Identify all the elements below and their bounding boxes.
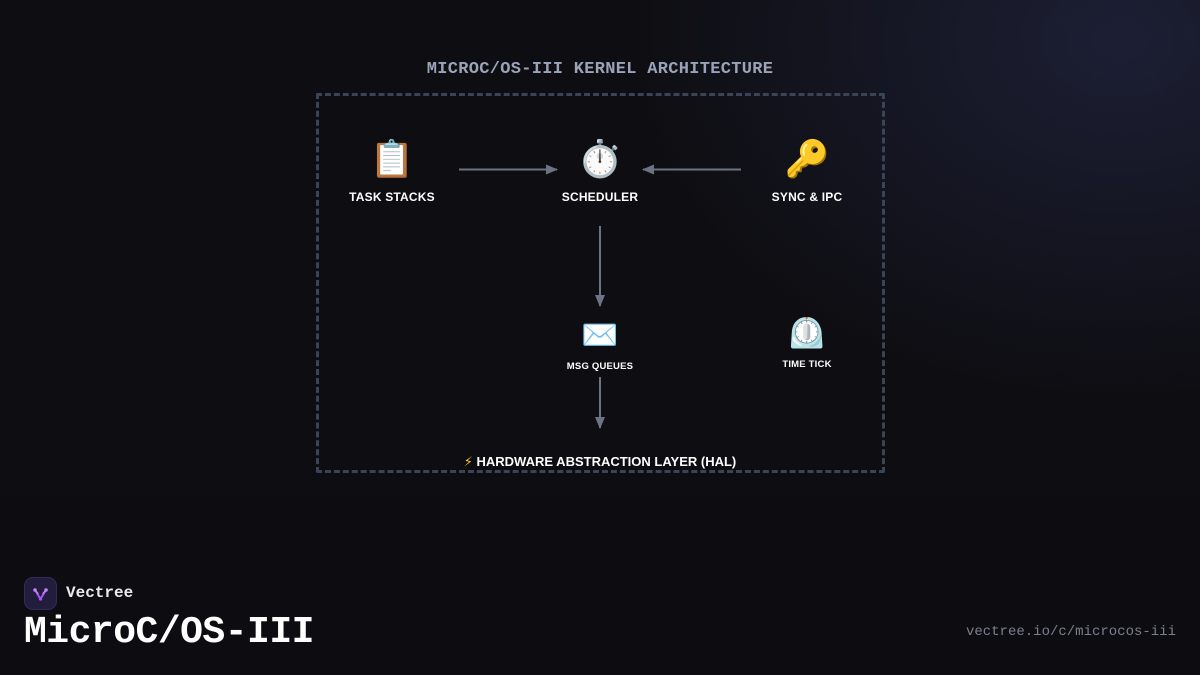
diagram-title: MICROC/OS-III KERNEL ARCHITECTURE xyxy=(426,60,774,79)
node-msg-queues: ✉️ MSG QUEUES xyxy=(550,318,650,373)
brand-name: Vectree xyxy=(66,584,134,602)
clipboard-icon: 📋 xyxy=(369,139,415,180)
node-label-scheduler: SCHEDULER xyxy=(561,190,639,204)
timer-clock-icon: ⏲️ xyxy=(788,316,826,351)
vectree-logo-icon xyxy=(24,577,57,610)
node-label-msg-queues: MSG QUEUES xyxy=(566,361,634,372)
page-title: MicroC/OS-III xyxy=(24,611,314,654)
stopwatch-icon: ⏱️ xyxy=(577,139,623,180)
node-label-task-stacks: TASK STACKS xyxy=(349,190,435,204)
lightning-icon: ⚡ xyxy=(463,455,473,470)
node-label-time-tick: TIME TICK xyxy=(782,359,832,370)
node-time-tick: ⏲️ TIME TICK xyxy=(757,316,857,371)
node-hal: ⚡ HARDWARE ABSTRACTION LAYER (HAL) xyxy=(0,454,1200,470)
key-icon: 🔑 xyxy=(784,139,830,180)
logo-mark xyxy=(33,588,48,601)
node-sync-ipc: 🔑 SYNC & IPC xyxy=(747,139,867,205)
node-label-hal: HARDWARE ABSTRACTION LAYER (HAL) xyxy=(476,454,737,469)
node-label-sync-ipc: SYNC & IPC xyxy=(771,190,843,204)
node-scheduler: ⏱️ SCHEDULER xyxy=(540,139,660,205)
source-url: vectree.io/c/microcos-iii xyxy=(965,624,1176,640)
envelope-icon: ✉️ xyxy=(581,318,619,353)
kernel-boundary-frame xyxy=(316,93,885,473)
node-task-stacks: 📋 TASK STACKS xyxy=(332,139,452,205)
